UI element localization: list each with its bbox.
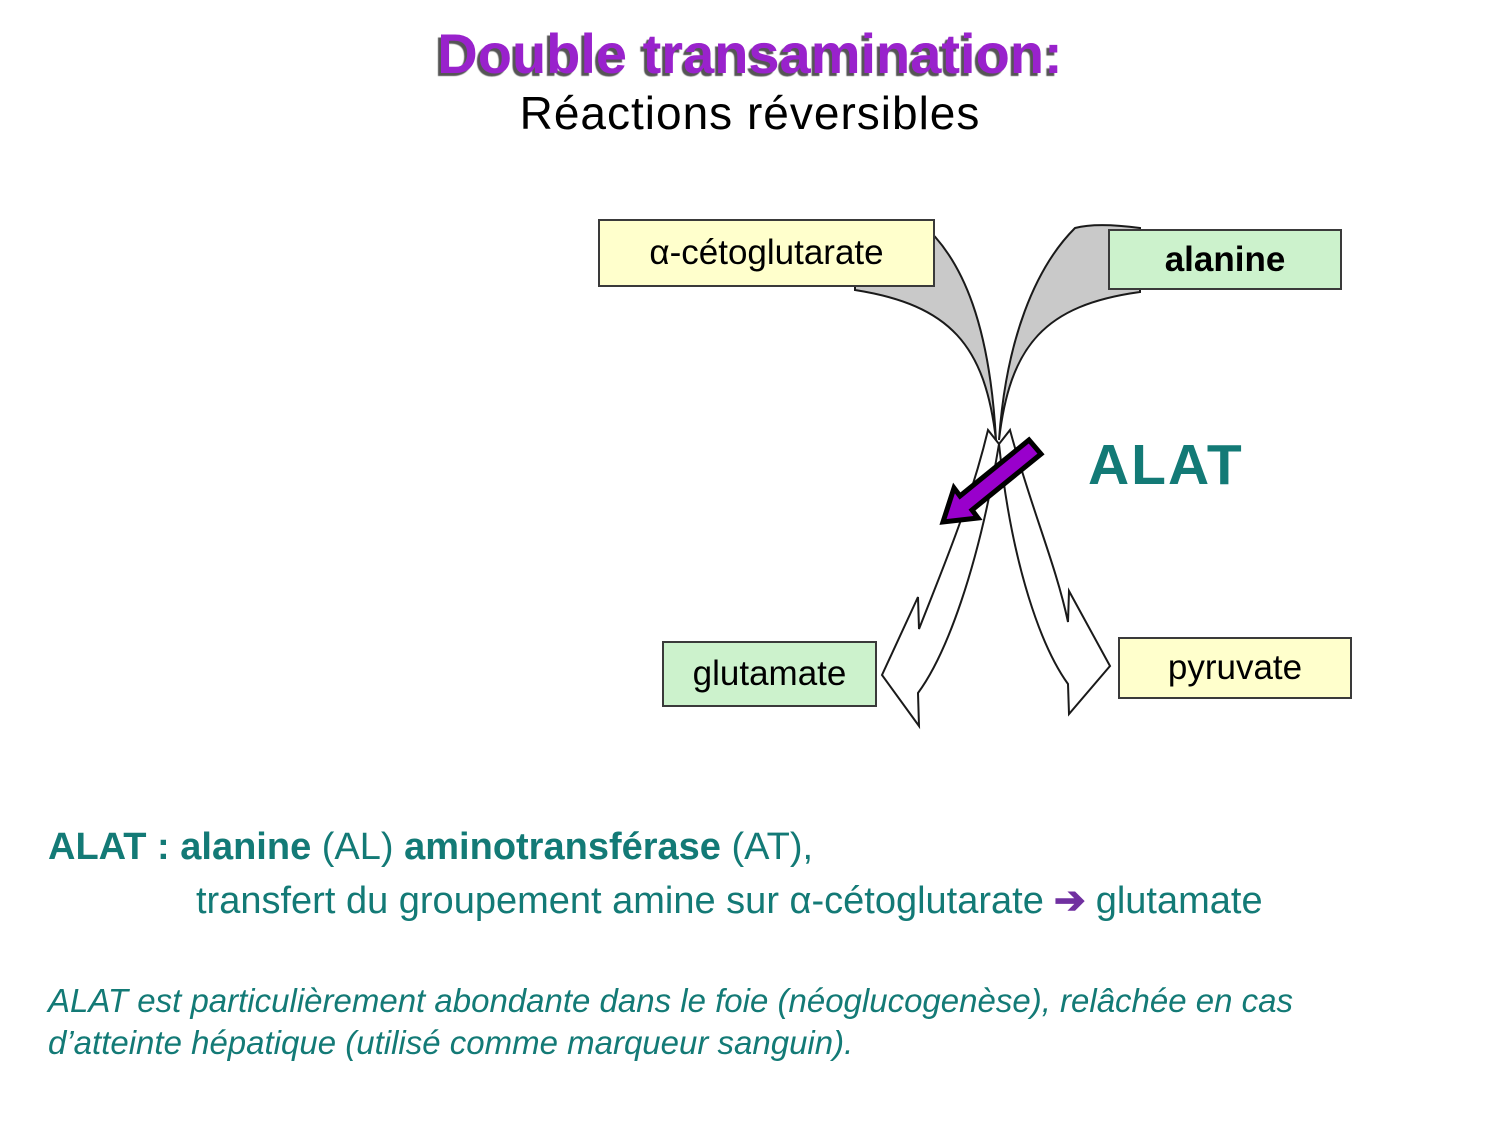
enzyme-purple-arrow-icon bbox=[939, 436, 1045, 525]
definition-al: (AL) bbox=[311, 826, 405, 868]
definition-transfer-text: transfert du groupement amine sur α-céto… bbox=[196, 880, 1044, 922]
definition-line-2: transfert du groupement amine sur α-céto… bbox=[196, 878, 1263, 923]
definition-line-1: ALAT : alanine (AL) aminotransférase (AT… bbox=[48, 826, 813, 869]
arrow-bottom-left-white-icon bbox=[880, 427, 1001, 730]
product-label-glutamate: glutamate bbox=[692, 654, 847, 693]
definition-alanine: alanine bbox=[180, 826, 312, 868]
product-box-pyruvate: pyruvate bbox=[1118, 637, 1352, 699]
flow-top-right-gray-icon bbox=[998, 224, 1141, 441]
arrow-right-icon: ➔ bbox=[1053, 880, 1086, 922]
substrate-label-alpha-cetoglutarate: α-cétoglutarate bbox=[649, 233, 884, 272]
definition-at: (AT), bbox=[720, 826, 814, 868]
slide-subtitle: Réactions réversibles bbox=[519, 87, 981, 139]
note-block: ALAT est particulièrement abondante dans… bbox=[48, 980, 1293, 1064]
slide-title: Double transamination: bbox=[437, 22, 1063, 85]
definition-glutamate-text: glutamate bbox=[1095, 880, 1263, 922]
substrate-label-alanine: alanine bbox=[1164, 239, 1286, 279]
note-italic-line-1: ALAT est particulièrement abondante dans… bbox=[48, 982, 1294, 1019]
product-label-pyruvate: pyruvate bbox=[1167, 648, 1303, 687]
arrow-bottom-right-white-icon bbox=[997, 427, 1112, 717]
enzyme-label: ALAT bbox=[1088, 433, 1244, 497]
note-italic-line-2: d’atteinte hépatique (utilisé comme marq… bbox=[48, 1024, 854, 1061]
substrate-box-alpha-cetoglutarate: α-cétoglutarate bbox=[598, 219, 935, 287]
title-block: Double transamination: Réactions réversi… bbox=[0, 22, 1500, 140]
substrate-box-alanine: alanine bbox=[1108, 229, 1342, 290]
product-box-glutamate: glutamate bbox=[662, 641, 877, 707]
definition-alat: ALAT : bbox=[48, 826, 181, 868]
definition-aminotransferase: aminotransférase bbox=[404, 826, 721, 868]
